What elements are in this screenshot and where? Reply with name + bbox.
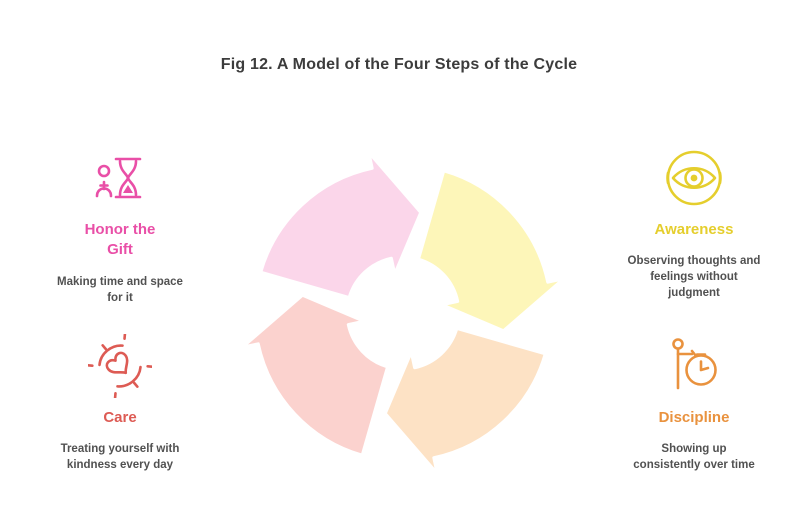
item-label-discipline: Discipline (658, 409, 730, 426)
item-awareness: Awareness Observing thoughts and feeling… (612, 148, 776, 302)
figure-title: Fig 12. A Model of the Four Steps of the… (220, 56, 578, 73)
person-hourglass-icon (95, 157, 142, 199)
item-label-awareness: Awareness (654, 221, 734, 238)
cycle-arrow-salmon (241, 293, 390, 457)
person-clock-icon (672, 338, 717, 390)
hands-heart-icon (88, 334, 152, 398)
item-honor-the-gift: Honor the Gift Making time and space for… (38, 148, 202, 306)
item-label-care: Care (103, 409, 137, 426)
item-description-care: Treating yourself with kindness every da… (60, 443, 180, 472)
cycle-diagram (241, 151, 565, 475)
item-description-discipline: Showing up consistently over time (633, 443, 755, 472)
item-description-honor-the-gift: Making time and space for it (57, 275, 183, 304)
cycle-arrow-peach (383, 326, 547, 475)
item-description-awareness: Observing thoughts and feelings without … (627, 255, 761, 300)
eye-circle-icon (666, 150, 722, 206)
item-label-honor-the-gift: Honor the Gift (84, 221, 156, 259)
cycle-arrow-yellow (416, 169, 565, 333)
item-discipline: Discipline Showing up consistently over … (612, 336, 776, 473)
item-care: Care Treating yourself with kindness eve… (38, 334, 202, 473)
cycle-arrow-pink (259, 151, 423, 300)
